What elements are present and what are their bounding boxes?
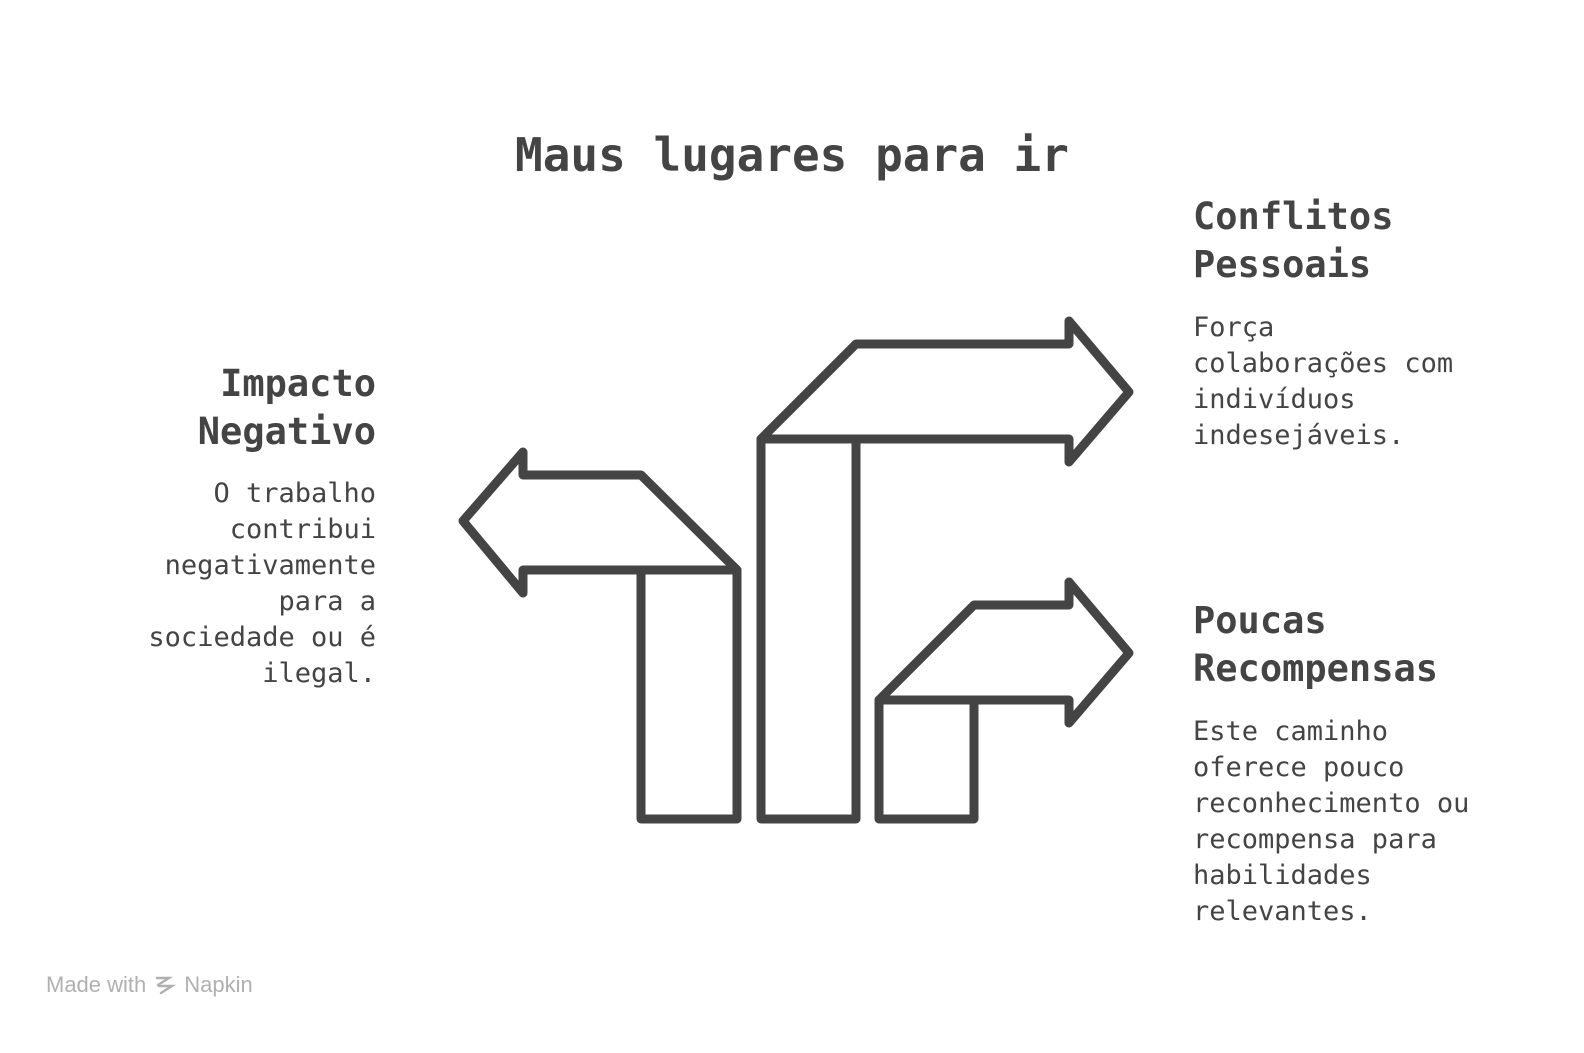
item-heading-conflitos-pessoais: Conflitos Pessoais [1193, 193, 1393, 289]
bottom-right-arrow-shape [874, 577, 1134, 728]
desc-line: O trabalho [213, 478, 376, 509]
heading-line: Pessoais [1193, 243, 1372, 286]
desc-line: colaborações com [1193, 348, 1454, 379]
left-arrow-post [636, 565, 742, 824]
heading-line: Negativo [197, 410, 376, 453]
item-desc-poucas-recompensas: Este caminho oferece pouco reconheciment… [1193, 714, 1469, 930]
desc-line: relevantes. [1193, 896, 1372, 927]
heading-line: Poucas [1193, 599, 1327, 642]
desc-line: indivíduos [1193, 384, 1356, 415]
footer-brand: Napkin [184, 972, 253, 997]
item-desc-conflitos-pessoais: Força colaborações com indivíduos indese… [1193, 310, 1453, 454]
page-title: Maus lugares para ir [515, 128, 1069, 182]
left-arrow-shape [458, 447, 742, 598]
desc-line: negativamente [164, 550, 376, 581]
item-desc-impacto-negativo: O trabalho contribui negativamente para … [148, 476, 376, 692]
desc-line: contribui [229, 514, 376, 545]
desc-line: Este caminho [1193, 716, 1389, 747]
desc-line: recompensa para [1193, 824, 1437, 855]
heading-line: Recompensas [1193, 647, 1439, 690]
desc-line: Força [1193, 312, 1275, 343]
item-heading-impacto-negativo: Impacto Negativo [198, 360, 376, 456]
napkin-logo-icon [156, 976, 177, 995]
made-with-napkin-footer: Made with Napkin [46, 972, 253, 998]
desc-line: sociedade ou é [148, 622, 376, 653]
desc-line: para a [278, 586, 376, 617]
bottom-right-arrow-post [874, 695, 979, 824]
heading-line: Conflitos [1193, 195, 1394, 238]
top-right-arrow-shape [756, 316, 1134, 467]
top-right-arrow [756, 316, 1134, 824]
desc-line: reconhecimento ou [1193, 788, 1470, 819]
item-heading-poucas-recompensas: Poucas Recompensas [1193, 597, 1438, 693]
desc-line: indesejáveis. [1193, 420, 1405, 451]
desc-line: ilegal. [262, 658, 376, 689]
footer-made-with: Made with [46, 972, 147, 997]
desc-line: habilidades [1193, 860, 1372, 891]
desc-line: oferece pouco [1193, 752, 1405, 783]
heading-line: Impacto [220, 362, 376, 405]
top-right-arrow-post [756, 434, 861, 824]
bottom-right-arrow [874, 577, 1134, 824]
left-arrow [458, 447, 742, 824]
